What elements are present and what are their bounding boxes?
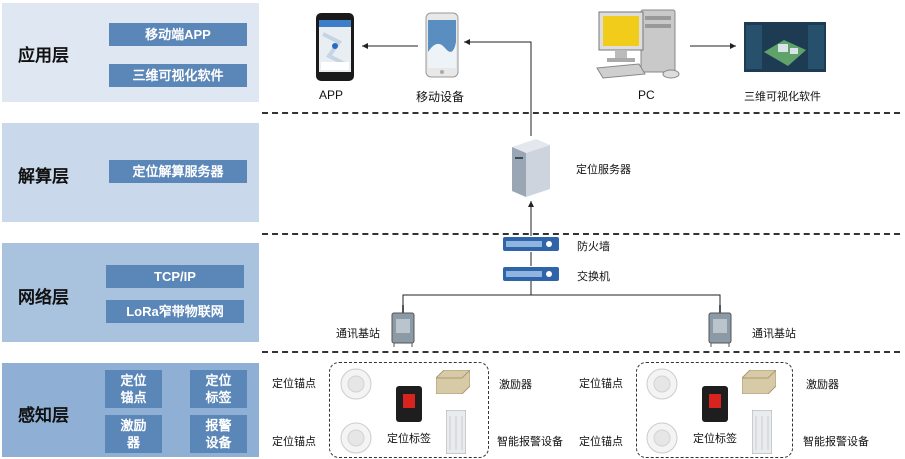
layer-network-title: 网络层	[18, 288, 69, 307]
layer-computation-title: 解算层	[18, 167, 69, 186]
anchor-icon	[646, 422, 678, 454]
sensing-group-right	[636, 362, 793, 458]
pc-icon	[595, 8, 690, 82]
sensing-group-left	[329, 362, 489, 458]
base-station-left-icon	[390, 305, 416, 347]
layer-computation: 解算层 定位解算服务器	[2, 123, 259, 222]
label-server: 定位服务器	[576, 164, 631, 176]
base-station-right-icon	[707, 305, 733, 347]
viz-software-icon	[744, 22, 826, 72]
anchor-icon	[340, 368, 372, 400]
label-base-station-right: 通讯基站	[752, 328, 796, 340]
layer-application-title: 应用层	[18, 46, 69, 65]
anchor-icon	[646, 368, 678, 400]
chip-positioning-server: 定位解算服务器	[109, 160, 247, 183]
chip-exciter: 激励 器	[105, 415, 162, 453]
label-anchor-b: 定位锚点	[272, 436, 316, 448]
firewall-icon	[503, 237, 559, 251]
chip-mobile-app: 移动端APP	[109, 23, 247, 46]
chip-anchor: 定位 锚点	[105, 370, 162, 408]
layer-network: 网络层 TCP/IP LoRa窄带物联网	[2, 243, 259, 342]
chip-tag: 定位 标签	[190, 370, 247, 408]
label-app: APP	[319, 88, 344, 102]
layer-sensing: 感知层 定位 锚点 定位 标签 激励 器 报警 设备	[2, 363, 259, 457]
chip-tcp-ip: TCP/IP	[106, 265, 244, 288]
mobile-device-icon	[425, 12, 459, 78]
label-viz: 三维可视化软件	[744, 91, 821, 103]
label-anchor-a: 定位锚点	[272, 378, 316, 390]
label-tag-left: 定位标签	[387, 433, 431, 445]
label-alarm-left: 智能报警设备	[497, 436, 563, 448]
label-tag-right: 定位标签	[693, 433, 737, 445]
label-exciter-right: 激励器	[806, 379, 839, 391]
tag-icon	[396, 386, 422, 422]
alarm-icon	[445, 409, 467, 455]
label-anchor-c: 定位锚点	[579, 378, 623, 390]
label-pc: PC	[638, 88, 655, 102]
label-switch: 交换机	[577, 271, 610, 283]
label-anchor-d: 定位锚点	[579, 436, 623, 448]
label-mobile: 移动设备	[416, 90, 465, 104]
switch-icon	[503, 267, 559, 281]
layer-sensing-title: 感知层	[18, 406, 69, 425]
alarm-icon	[751, 409, 773, 455]
label-alarm-right: 智能报警设备	[803, 436, 869, 448]
separator-3	[262, 351, 900, 353]
tag-icon	[702, 386, 728, 422]
label-firewall: 防火墙	[577, 241, 610, 253]
exciter-icon	[741, 369, 777, 395]
separator-2	[262, 233, 900, 235]
app-phone-icon	[315, 12, 355, 82]
label-exciter-left: 激励器	[499, 379, 532, 391]
anchor-icon	[340, 422, 372, 454]
exciter-icon	[435, 369, 471, 395]
chip-3d-software: 三维可视化软件	[109, 64, 247, 87]
label-base-station-left: 通讯基站	[336, 328, 380, 340]
chip-alarm: 报警 设备	[190, 415, 247, 453]
server-icon	[508, 137, 552, 199]
chip-lora: LoRa窄带物联网	[106, 300, 244, 323]
separator-1	[262, 112, 900, 114]
layer-application: 应用层 移动端APP 三维可视化软件	[2, 3, 259, 102]
